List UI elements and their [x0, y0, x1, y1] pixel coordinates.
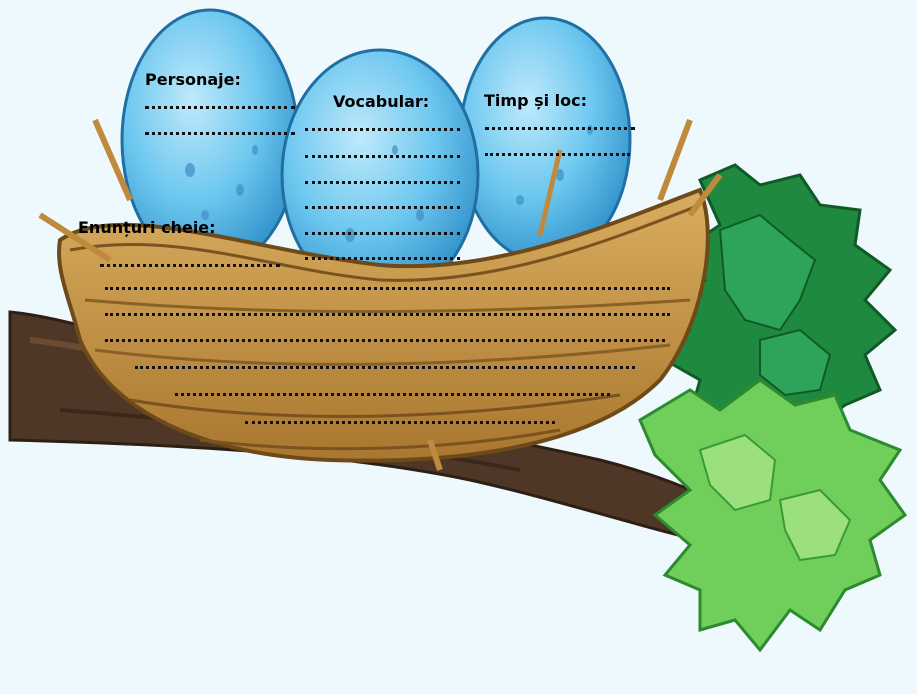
key-statements-label: Enunțuri cheie:	[78, 220, 216, 236]
key-statements-line-7[interactable]	[245, 421, 555, 424]
leaves-light	[640, 380, 905, 650]
key-statements-line-1[interactable]	[100, 264, 280, 267]
vocabulary-line-2[interactable]	[305, 155, 460, 158]
characters-label: Personaje:	[145, 72, 241, 88]
time-place-line-1[interactable]	[485, 127, 635, 130]
vocabulary-line-1[interactable]	[305, 128, 460, 131]
key-statements-line-6[interactable]	[175, 393, 610, 396]
vocabulary-line-6[interactable]	[305, 257, 460, 260]
characters-line-1[interactable]	[145, 106, 295, 109]
time-place-line-2[interactable]	[485, 153, 630, 156]
key-statements-line-4[interactable]	[105, 339, 665, 342]
vocabulary-line-3[interactable]	[305, 181, 460, 184]
vocabulary-label: Vocabular:	[333, 94, 429, 110]
key-statements-line-2[interactable]	[105, 287, 670, 290]
key-statements-line-5[interactable]	[135, 366, 635, 369]
time-place-label: Timp și loc:	[484, 93, 587, 109]
key-statements-line-3[interactable]	[105, 313, 670, 316]
vocabulary-line-4[interactable]	[305, 206, 460, 209]
characters-line-2[interactable]	[145, 132, 295, 135]
vocabulary-line-5[interactable]	[305, 232, 460, 235]
